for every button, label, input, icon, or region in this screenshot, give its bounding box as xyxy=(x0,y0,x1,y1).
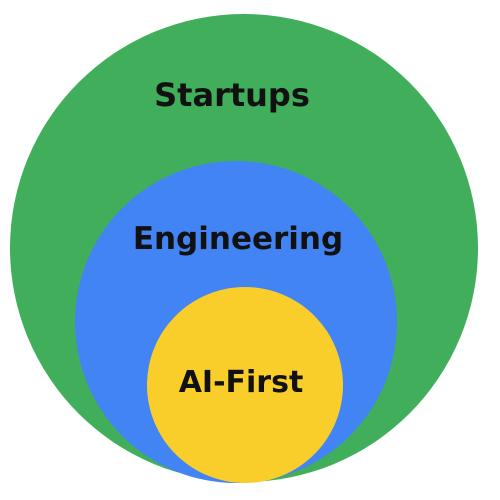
ai-first-circle xyxy=(147,287,343,483)
engineering-label: Engineering xyxy=(133,221,343,257)
startups-label: Startups xyxy=(154,76,310,114)
ai-first-label: AI-First xyxy=(179,365,304,400)
